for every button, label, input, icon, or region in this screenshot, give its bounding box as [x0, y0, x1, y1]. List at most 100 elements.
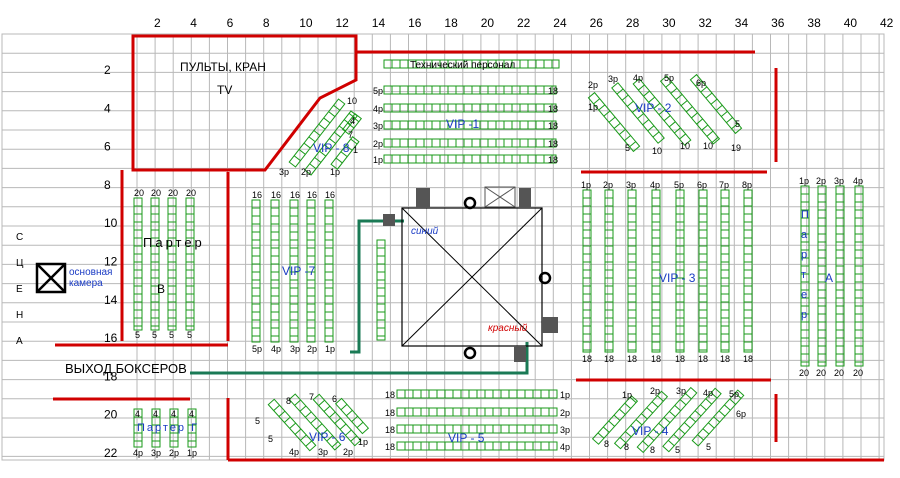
vip3-row-label: 5р — [674, 180, 684, 190]
col-number: 26 — [590, 16, 604, 30]
vip7-row-label: 16 — [271, 190, 281, 200]
col-number: 24 — [553, 16, 567, 30]
parter-b-row-end: 5 — [169, 330, 174, 340]
vip7-row-end: 1р — [325, 344, 335, 354]
vip3-row-label: 7р — [719, 180, 729, 190]
parter-a-row-end: 20 — [853, 368, 863, 378]
col-number: 20 — [481, 16, 495, 30]
row-number: 8 — [104, 178, 111, 192]
vip1-row-label: 3р — [373, 121, 383, 131]
vip1-row-label: 5р — [373, 86, 383, 96]
vip6-label: 2р — [343, 447, 353, 457]
parter-g-row-end: 2р — [169, 448, 179, 458]
vip7-row-end: 3р — [290, 344, 300, 354]
vip2-label: 5 — [625, 143, 630, 153]
vip5-row-end: 4р — [560, 442, 570, 452]
parter-b-title: Партер — [143, 235, 205, 250]
row-number: 2 — [104, 63, 111, 77]
parter-a-vertical-letter: р — [801, 309, 807, 321]
vip4-label: 3р — [676, 386, 686, 396]
parter-g-row-label: 4 — [135, 409, 140, 419]
vip2-row — [659, 75, 721, 145]
vip1-row — [383, 85, 557, 95]
vip7-row-label: 16 — [307, 190, 317, 200]
col-number: 22 — [517, 16, 531, 30]
vip7-row-label: 16 — [325, 190, 335, 200]
vip2-label: 4р — [633, 73, 643, 83]
vip6-label: 6 — [332, 394, 337, 404]
vip8-row — [288, 98, 346, 168]
row-number: 14 — [104, 293, 118, 307]
vip8-label: 3р — [279, 167, 289, 177]
vip2-label: 5р — [664, 73, 674, 83]
vip3-row-end: 18 — [582, 354, 592, 364]
vip1-row — [383, 154, 557, 164]
parter-b-row-label: 20 — [151, 188, 161, 198]
parter-g-row-end: 1р — [187, 448, 197, 458]
vip2-label: 2р — [588, 80, 598, 90]
vip3-row-label: 2р — [603, 180, 613, 190]
parter-a-row — [800, 185, 810, 367]
vip1-row — [383, 103, 557, 113]
parter-a-row — [835, 185, 845, 367]
col-number: 34 — [735, 16, 749, 30]
vip4-label: 4р — [703, 388, 713, 398]
vip8-label: 4 — [350, 116, 355, 126]
vip2-row — [587, 91, 641, 153]
col-number: 6 — [227, 16, 234, 30]
parter-b-row-label: 20 — [134, 188, 144, 198]
vip7-row-end: 4р — [271, 344, 281, 354]
vip3-row — [582, 189, 592, 353]
parter-a-row-label: 3р — [834, 176, 844, 186]
parter-b-letter: В — [157, 282, 166, 296]
parter-b-row-end: 5 — [152, 330, 157, 340]
stage-letter: А — [16, 336, 23, 347]
vip2-row — [611, 82, 665, 144]
vip3-row-end: 18 — [675, 354, 685, 364]
ring-side-row — [376, 239, 386, 341]
col-number: 40 — [844, 16, 858, 30]
parter-g-row — [187, 408, 197, 448]
vip1-row-label: 1р — [373, 155, 383, 165]
vip8-label: 10 — [347, 96, 357, 106]
vip4-row — [636, 386, 698, 454]
row-number: 20 — [104, 408, 118, 422]
vip2-label: VIP - 2 — [635, 101, 672, 115]
col-number: 32 — [699, 16, 713, 30]
vip1-row-label: 4р — [373, 104, 383, 114]
vip5-label: VIP - 5 — [448, 431, 485, 445]
vip3-row-label: 8р — [742, 180, 752, 190]
vip5-row-label: 18 — [385, 425, 395, 435]
vip4-row — [662, 387, 722, 453]
col-number: 2 — [154, 16, 161, 30]
vip3-row — [604, 189, 614, 353]
vip4-label: VIP - 4 — [632, 424, 669, 438]
vip4-row — [591, 395, 639, 445]
walls — [53, 34, 884, 462]
seat-rows — [133, 59, 864, 454]
parter-a-row-end: 20 — [799, 368, 809, 378]
col-number: 4 — [190, 16, 197, 30]
stage-letter: Н — [16, 310, 23, 321]
vip5-row — [396, 407, 558, 417]
col-number: 30 — [662, 16, 676, 30]
stage-letter: С — [16, 232, 23, 243]
vip4-row — [613, 390, 669, 450]
col-number: 10 — [299, 16, 313, 30]
stage-letter: Е — [16, 284, 23, 295]
parter-g-row — [151, 408, 161, 448]
vip7-row — [270, 199, 280, 343]
vip4-label: 8 — [604, 439, 609, 449]
parter-b-row-end: 5 — [187, 330, 192, 340]
parter-a-vertical-letter: а — [801, 229, 808, 241]
vip5-row-end: 2р — [560, 408, 570, 418]
vip6-label: 7 — [309, 392, 314, 402]
col-number: 14 — [372, 16, 386, 30]
vip6-label: 1р — [358, 437, 368, 447]
row-number: 12 — [104, 255, 118, 269]
parter-a-letter: А — [825, 271, 834, 285]
row-number: 4 — [104, 101, 111, 115]
parter-b-row — [133, 197, 143, 331]
vip3-row — [675, 189, 685, 353]
